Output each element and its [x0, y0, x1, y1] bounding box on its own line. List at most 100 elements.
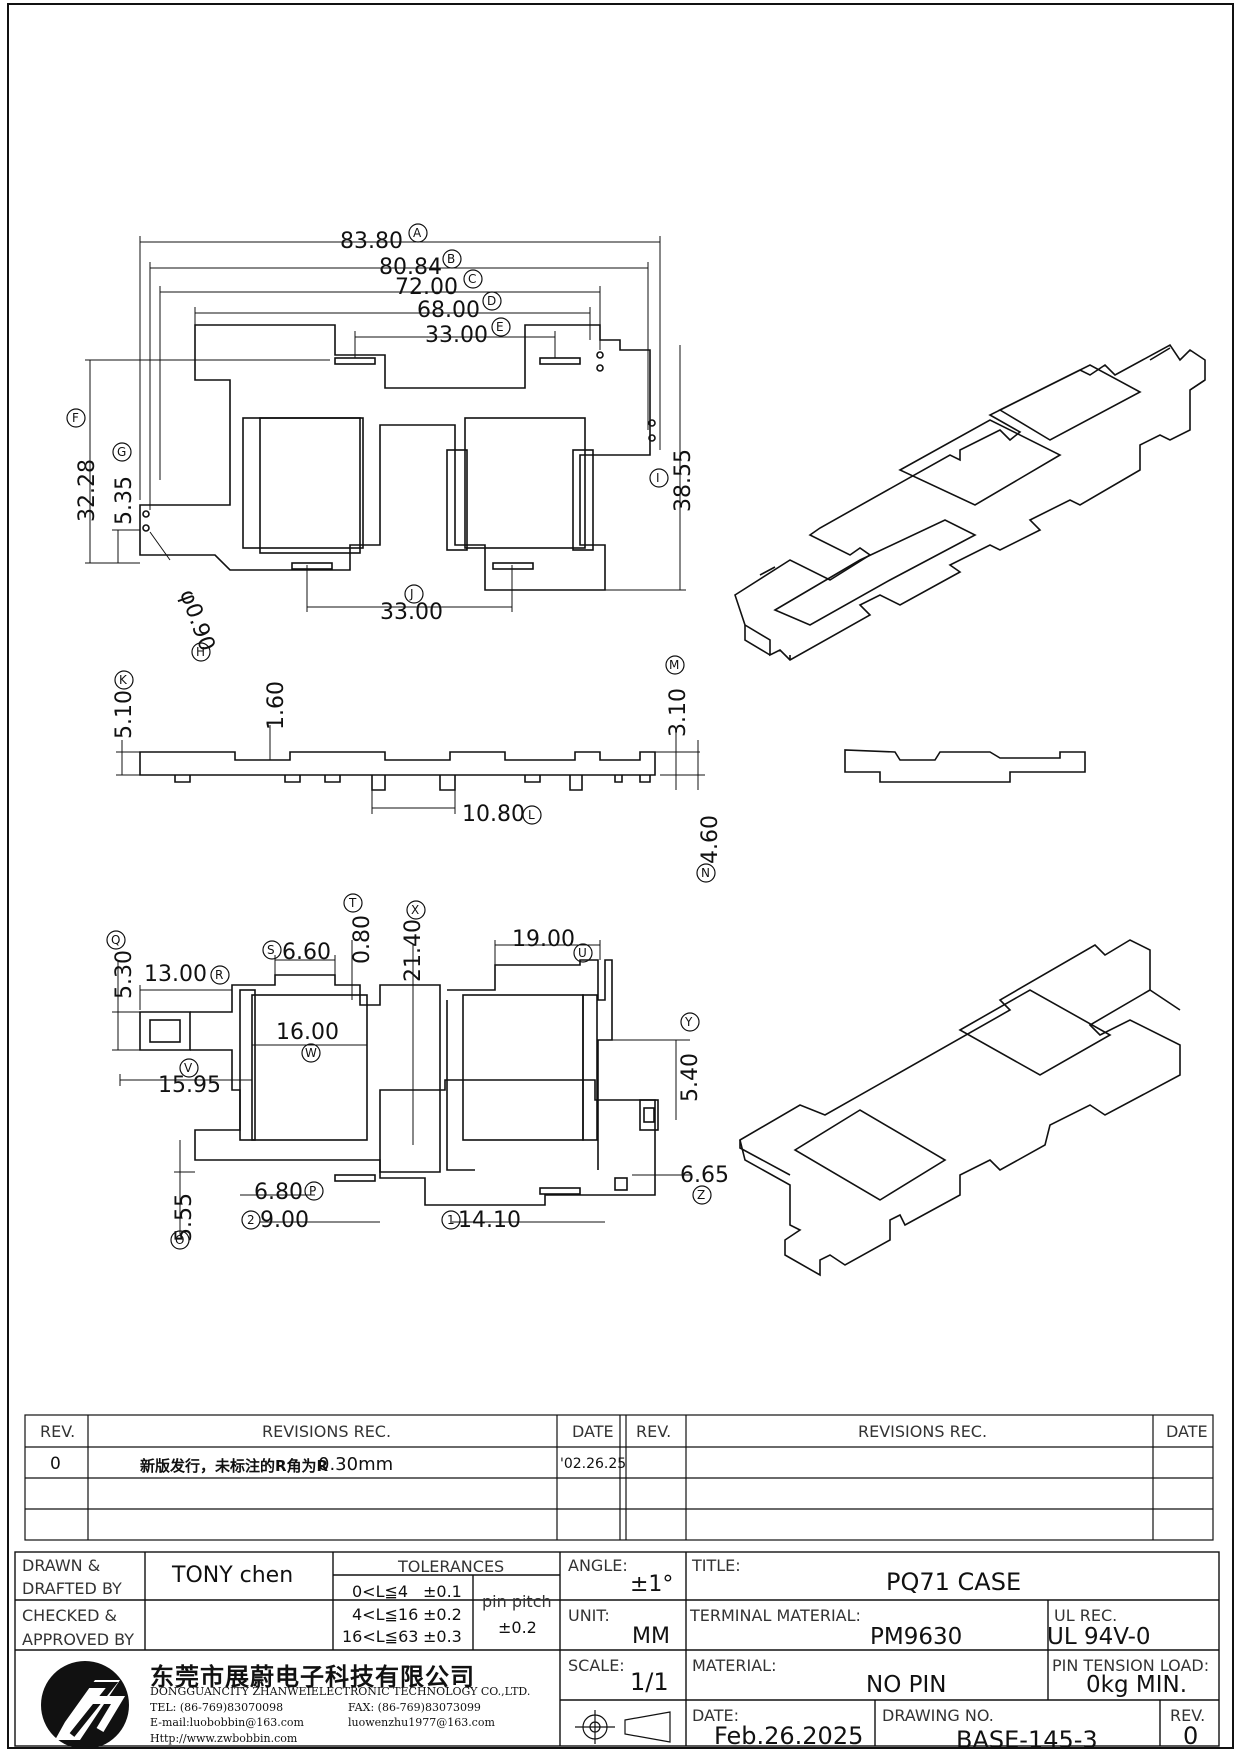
tol-range-3: 16<L≦63	[342, 1627, 419, 1646]
dim-Q: 5.30	[111, 950, 137, 999]
company-email: E-mail:luobobbin@163.com	[150, 1716, 304, 1729]
drawn-label: DRAWN &	[22, 1556, 101, 1575]
dim-D: 68.00	[417, 298, 480, 323]
revisions-table	[24, 1414, 1214, 1541]
tol-range-2: 4<L≦16	[352, 1605, 419, 1624]
callout-N: N	[701, 866, 710, 880]
material-label: MATERIAL:	[692, 1656, 777, 1675]
dim-P: 6.80	[254, 1180, 303, 1205]
dim-X: 21.40	[400, 919, 426, 982]
callout-A: A	[413, 226, 422, 240]
company-name-cn: 东莞市展蔚电子科技有限公司	[150, 1663, 475, 1691]
iso-view-top	[734, 343, 1206, 661]
dim-V: 15.95	[158, 1073, 221, 1098]
rev-header-left: REV.	[40, 1422, 76, 1441]
rev-label: REV.	[1170, 1706, 1206, 1725]
callout-C: C	[468, 272, 477, 286]
scale-label: SCALE:	[568, 1656, 625, 1675]
dim-S: 6.60	[282, 940, 331, 965]
dim-R: 13.00	[144, 962, 207, 987]
date-value: Feb.26.2025	[714, 1722, 864, 1750]
ul-rec-label: UL REC.	[1054, 1606, 1118, 1625]
callout-F: F	[72, 411, 79, 425]
company-email-2: luowenzhu1977@163.com	[348, 1716, 495, 1729]
callout-D: D	[487, 294, 497, 308]
callout-H: H	[196, 645, 206, 659]
tol-value-1: ±0.1	[423, 1582, 462, 1601]
dim-U: 19.00	[512, 927, 575, 952]
tol-value-2: ±0.2	[423, 1605, 462, 1624]
callout-K: K	[119, 673, 127, 687]
drawn-by: TONY chen	[172, 1563, 294, 1588]
callout-Z: Z	[697, 1188, 706, 1202]
pin-tension-label: PIN TENSION LOAD:	[1052, 1656, 1210, 1675]
company-fax: FAX: (86-769)83073099	[348, 1701, 481, 1714]
callout-M: M	[669, 658, 680, 672]
callout-T: T	[349, 896, 357, 910]
date-header-left: DATE	[572, 1422, 614, 1441]
callout-G: G	[117, 445, 127, 459]
title-value: PQ71 CASE	[886, 1568, 1022, 1596]
projection-symbol	[575, 1710, 671, 1744]
callout-Q: Q	[111, 933, 121, 947]
dim-G: 5.35	[111, 476, 137, 525]
company-web: Http://www.zwbobbin.com	[150, 1732, 298, 1745]
dim-F: 32.28	[74, 459, 100, 522]
iso-view-bottom	[739, 939, 1181, 1277]
dim-Y: 5.40	[677, 1053, 703, 1102]
dim-K: 5.10	[111, 690, 137, 739]
revision-row-rev: 0	[50, 1454, 61, 1474]
dim-I: 38.55	[670, 449, 696, 512]
terminal-material-label: TERMINAL MATERIAL:	[690, 1606, 861, 1625]
dim-E: 33.00	[425, 323, 488, 348]
callout-V: V	[184, 1061, 193, 1075]
angle-value: ±1°	[630, 1572, 674, 1597]
title-label: TITLE:	[692, 1556, 741, 1575]
drafted-label: DRAFTED BY	[22, 1579, 122, 1598]
revision-row-value: 0.30mm	[318, 1454, 394, 1475]
callout-U: U	[578, 946, 587, 960]
scale-value: 1/1	[630, 1668, 669, 1696]
drawing-no-label: DRAWING NO.	[882, 1706, 994, 1725]
rev-header-right: REV.	[636, 1422, 672, 1441]
pin-tension-value: 0kg MIN.	[1086, 1672, 1188, 1698]
company-name-en: DONGGUANCITY ZHANWEIELECTRONIC TECHNOLOG…	[150, 1685, 531, 1698]
callout-W: W	[305, 1046, 317, 1060]
tol-value-3: ±0.3	[423, 1627, 462, 1646]
callout-I: I	[656, 471, 660, 485]
dim-1: 14.10	[458, 1208, 521, 1233]
side-view	[139, 749, 1086, 791]
callout-E: E	[496, 320, 504, 334]
dim-L: 10.80	[462, 802, 525, 827]
dim-M: 3.10	[665, 688, 691, 737]
terminal-material-value: PM9630	[870, 1624, 963, 1650]
title-block	[14, 1551, 1220, 1747]
callout-O: O	[175, 1233, 185, 1247]
side-view-dimensions	[116, 725, 705, 814]
pin-pitch-tol: ±0.2	[498, 1618, 537, 1637]
callout-J: J	[410, 587, 414, 601]
dim-T: 0.80	[349, 915, 375, 964]
callout-Y: Y	[685, 1015, 693, 1029]
revision-row-desc: 新版发行，未标注的R角为R	[140, 1457, 329, 1475]
angle-label: ANGLE:	[568, 1556, 628, 1575]
callout-1: 1	[447, 1213, 455, 1227]
pin-pitch-label: pin pitch	[482, 1592, 552, 1611]
tolerances-label: TOLERANCES	[398, 1557, 505, 1576]
revision-row-date: '02.26.25	[560, 1456, 627, 1472]
callout-P: P	[309, 1184, 317, 1198]
rec-header-right: REVISIONS REC.	[858, 1422, 988, 1441]
callout-X: X	[411, 903, 420, 917]
callout-S: S	[267, 943, 275, 957]
drawing-no-value: BASE-145-3	[956, 1726, 1098, 1754]
dim-Z: 6.65	[680, 1163, 729, 1188]
dim-B: 80.84	[379, 255, 442, 280]
approved-label: APPROVED BY	[22, 1630, 135, 1649]
dim-J: 33.00	[380, 600, 443, 625]
tol-range-1: 0<L≦4	[352, 1582, 409, 1601]
company-logo	[41, 1661, 129, 1749]
dim-pin-height: 1.60	[263, 681, 289, 730]
dim-A: 83.80	[340, 229, 403, 254]
dim-2: 9.00	[260, 1208, 309, 1233]
ul-rec-value: UL 94V-0	[1047, 1624, 1151, 1650]
